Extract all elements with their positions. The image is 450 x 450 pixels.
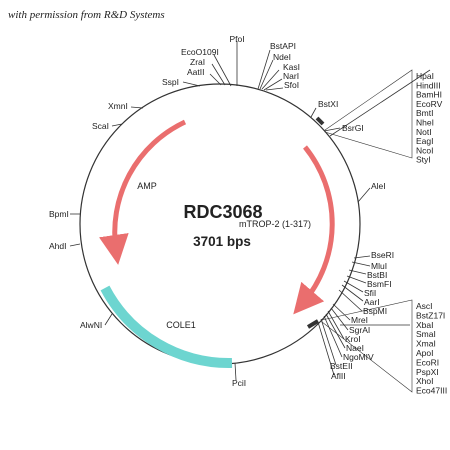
site-ndei: NdeI <box>273 52 291 62</box>
site-pcii: PciI <box>232 378 246 388</box>
mcs-site-hindiii: HindIII <box>416 80 441 90</box>
site-ahdi: AhdI <box>49 241 67 251</box>
mcs-site-ncoi: NcoI <box>416 145 433 155</box>
site-ticks <box>69 41 431 381</box>
mcs-top-marker <box>315 69 413 159</box>
mcs-site-asci: AscI <box>416 301 433 311</box>
mcs-site-bmti: BmtI <box>416 108 433 118</box>
mcs-site-eagi: EagI <box>416 136 434 146</box>
site-bpmi: BpmI <box>49 209 69 219</box>
site-aatii: AatII <box>187 67 204 77</box>
mcs-site-smai: SmaI <box>416 329 436 339</box>
mcs-site-ecori: EcoRI <box>416 357 439 367</box>
mcs-top-list: HpaIHindIIIBamHIEcoRVBmtINheINotIEagINco… <box>416 71 443 165</box>
site-sgrai: SgrAI <box>349 325 370 335</box>
site-ngomiv: NgoMIV <box>343 352 374 362</box>
mcs-site-xbai: XbaI <box>416 320 434 330</box>
site-bstxi: BstXI <box>318 99 338 109</box>
plasmid-size: 3701 bps <box>193 234 251 249</box>
site-sspi: SspI <box>162 77 179 87</box>
mcs-site-ecorv: EcoRV <box>416 99 443 109</box>
mcs-site-nhei: NheI <box>416 118 434 128</box>
insert-label: mTROP-2 (1-317) <box>239 219 311 229</box>
site-bseri: BseRI <box>371 250 394 260</box>
amp-label: AMP <box>137 181 157 191</box>
mcs-site-xhoi: XhoI <box>416 376 434 386</box>
site-alei: AleI <box>371 181 386 191</box>
mcs-bottom-list: AscIBstZ17IXbaISmaIXmaIApoIEcoRIPspXIXho… <box>416 301 447 396</box>
site-naei: NaeI <box>346 343 364 353</box>
site-bsmfi: BsmFI <box>367 279 392 289</box>
site-ecoo109i: EcoO109I <box>181 47 219 57</box>
site-mrei: MreI <box>351 315 368 325</box>
site-scai: ScaI <box>92 121 109 131</box>
insert-arrow <box>293 145 335 315</box>
site-mlui: MluI <box>371 261 387 271</box>
site-sfii: SfiI <box>364 288 376 298</box>
site-aari: AarI <box>364 297 380 307</box>
mcs-site-apoi: ApoI <box>416 348 434 358</box>
mcs-site-bstz17i: BstZ17I <box>416 310 445 320</box>
site-alwni: AlwNI <box>80 320 102 330</box>
cole1-feature <box>100 285 233 369</box>
mcs-site-styi: StyI <box>416 155 431 165</box>
site-sfoi: SfoI <box>284 80 299 90</box>
mcs-site-pspxi: PspXI <box>416 367 439 377</box>
mcs-site-bamhi: BamHI <box>416 90 442 100</box>
site-kroi: KroI <box>345 334 361 344</box>
site-zrai: ZraI <box>190 57 205 67</box>
site-nari: NarI <box>283 71 299 81</box>
mcs-site-xmai: XmaI <box>416 339 436 349</box>
site-pfoi: PfoI <box>229 34 244 44</box>
site-afliii: AflII <box>331 371 346 381</box>
site-bstapi: BstAPI <box>270 41 296 51</box>
mcs-site-noti: NotI <box>416 127 432 137</box>
site-xmni: XmnI <box>108 101 128 111</box>
site-bsrgi: BsrGI <box>342 123 364 133</box>
plasmid-name: RDC3068 <box>183 202 262 222</box>
site-bsteii: BstEII <box>330 361 353 371</box>
cole1-label: COLE1 <box>166 320 196 330</box>
site-kasi: KasI <box>283 62 300 72</box>
site-bstbi: BstBI <box>367 270 387 280</box>
mcs-site-eco47iii: Eco47III <box>416 386 447 396</box>
mcs-bottom-marker <box>306 299 413 393</box>
mcs-site-hpai: HpaI <box>416 71 434 81</box>
permission-note: with permission from R&D Systems <box>8 9 165 21</box>
amp-arrow <box>99 119 187 265</box>
site-bspmi: BspMI <box>363 306 387 316</box>
